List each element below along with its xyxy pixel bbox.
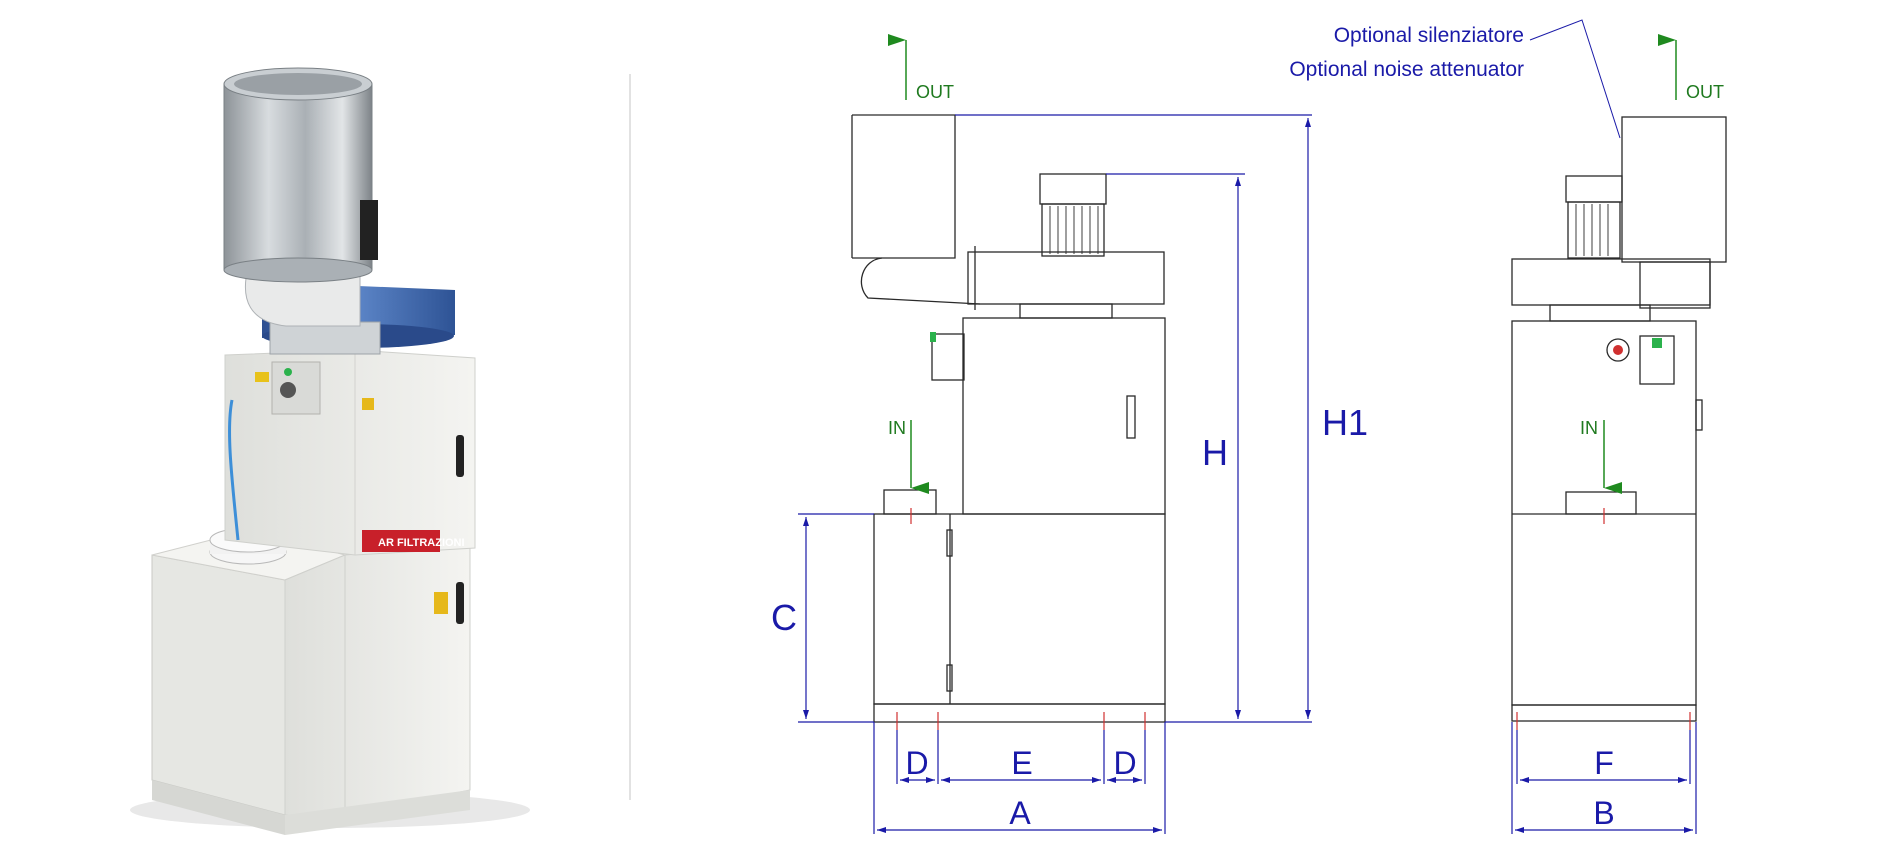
dim-label-H1: H1: [1322, 402, 1368, 443]
silencer-callout-english: Optional noise attenuator: [1289, 58, 1524, 81]
dim-label-B: B: [1593, 795, 1614, 831]
in-label-front: IN: [888, 418, 906, 438]
dim-label-F: F: [1594, 745, 1614, 781]
silencer-callout-italian: Optional silenziatore: [1334, 24, 1524, 47]
dim-label-D-right: D: [1113, 745, 1136, 781]
product-photo: AR FILTRAZIONI: [130, 67, 530, 835]
dim-label-H: H: [1202, 432, 1228, 473]
out-label-side: OUT: [1686, 82, 1724, 102]
out-label-front: OUT: [916, 82, 954, 102]
dim-label-E: E: [1011, 745, 1032, 781]
dimension-lines: [798, 114, 1697, 834]
dim-label-A: A: [1009, 795, 1031, 831]
brand-logo-text: AR FILTRAZIONI: [378, 537, 465, 549]
dim-label-C: C: [771, 597, 797, 638]
in-label-side: IN: [1580, 418, 1598, 438]
silencer-leader-line: [1529, 19, 1621, 139]
side-view-drawing: [1511, 116, 1727, 730]
front-view-drawing: [851, 114, 1166, 730]
dim-label-D-left: D: [905, 745, 928, 781]
flow-arrows: [888, 34, 1677, 494]
